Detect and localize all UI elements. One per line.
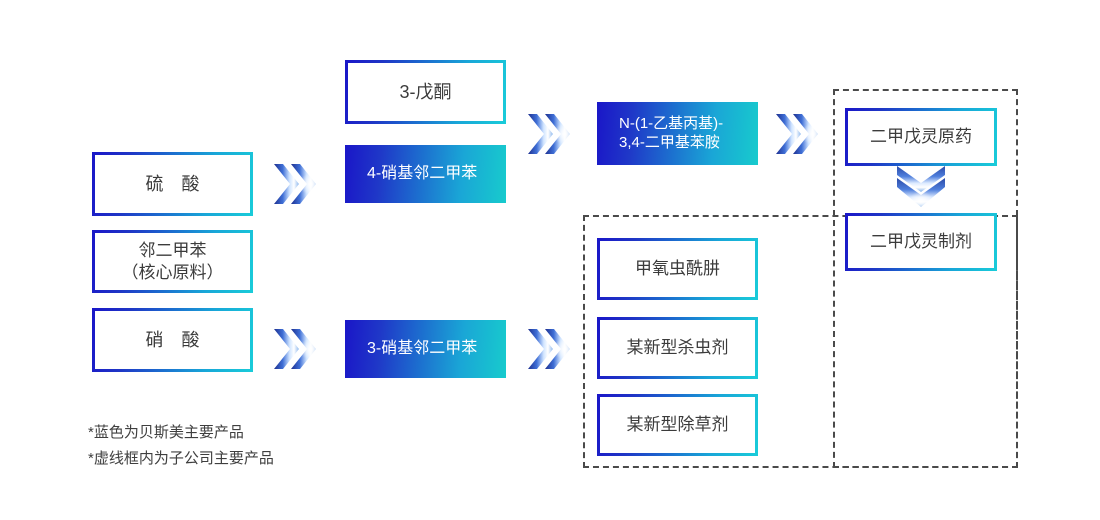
arrow-tech-to-formulation-icon (893, 166, 949, 210)
node-methoxyfenozide-label: 甲氧虫酰肼 (635, 259, 720, 279)
node-3-nitro-o-xylene[interactable]: 3-硝基邻二甲苯 (345, 320, 506, 378)
node-nitric-acid-label: 硝 酸 (145, 329, 200, 350)
node-pendimethalin-formulation-label: 二甲戊灵制剂 (870, 232, 972, 252)
node-o-xylene-label: 邻二甲苯 （核心原料） (95, 240, 250, 283)
node-nitric-acid[interactable]: 硝 酸 (92, 308, 253, 372)
arrow-sulfuric-to-4nitro-icon (274, 158, 320, 210)
node-3-nitro-o-xylene-label: 3-硝基邻二甲苯 (367, 340, 478, 357)
node-new-insecticide-label: 某新型杀虫剂 (626, 338, 729, 358)
node-o-xylene-line1: 邻二甲苯 (138, 241, 207, 261)
footnotes: *蓝色为贝斯美主要产品 *虚线框内为子公司主要产品 (88, 420, 274, 473)
arrow-3nitro-to-products-icon (528, 323, 574, 375)
footnote-1: *蓝色为贝斯美主要产品 (88, 424, 244, 441)
footnote-2: *虚线框内为子公司主要产品 (88, 450, 274, 468)
node-o-xylene-line2: （核心原料） (121, 262, 224, 282)
node-4-nitro-o-xylene-label: 4-硝基邻二甲苯 (367, 165, 478, 182)
node-3-pentanone[interactable]: 3-戊酮 (345, 60, 506, 124)
node-3-pentanone-label: 3-戊酮 (399, 81, 452, 102)
node-dimethylaniline-line1: N-(1-乙基丙基)- (619, 114, 724, 132)
node-methoxyfenozide[interactable]: 甲氧虫酰肼 (597, 238, 758, 300)
node-new-herbicide[interactable]: 某新型除草剂 (597, 394, 758, 456)
arrow-nitric-to-3nitro-icon (274, 323, 320, 375)
node-new-insecticide[interactable]: 某新型杀虫剂 (597, 317, 758, 379)
node-dimethylaniline[interactable]: N-(1-乙基丙基)- 3,4-二甲基苯胺 (597, 102, 758, 165)
node-o-xylene[interactable]: 邻二甲苯 （核心原料） (92, 230, 253, 293)
node-dimethylaniline-line2: 3,4-二甲基苯胺 (619, 133, 720, 151)
node-pendimethalin-tech-label: 二甲戊灵原药 (870, 127, 972, 147)
dashed-frame-bottom (583, 215, 1018, 468)
node-sulfuric-acid[interactable]: 硫 酸 (92, 152, 253, 216)
arrow-amine-to-pendimethalin-icon (776, 108, 822, 160)
node-sulfuric-acid-label: 硫 酸 (145, 173, 200, 194)
node-new-herbicide-label: 某新型除草剂 (626, 415, 729, 435)
node-dimethylaniline-label: N-(1-乙基丙基)- 3,4-二甲基苯胺 (597, 115, 758, 153)
node-pendimethalin-formulation[interactable]: 二甲戊灵制剂 (845, 213, 997, 271)
node-pendimethalin-tech[interactable]: 二甲戊灵原药 (845, 108, 997, 166)
arrow-intermediates-to-amine-icon (528, 108, 574, 160)
node-4-nitro-o-xylene[interactable]: 4-硝基邻二甲苯 (345, 145, 506, 203)
